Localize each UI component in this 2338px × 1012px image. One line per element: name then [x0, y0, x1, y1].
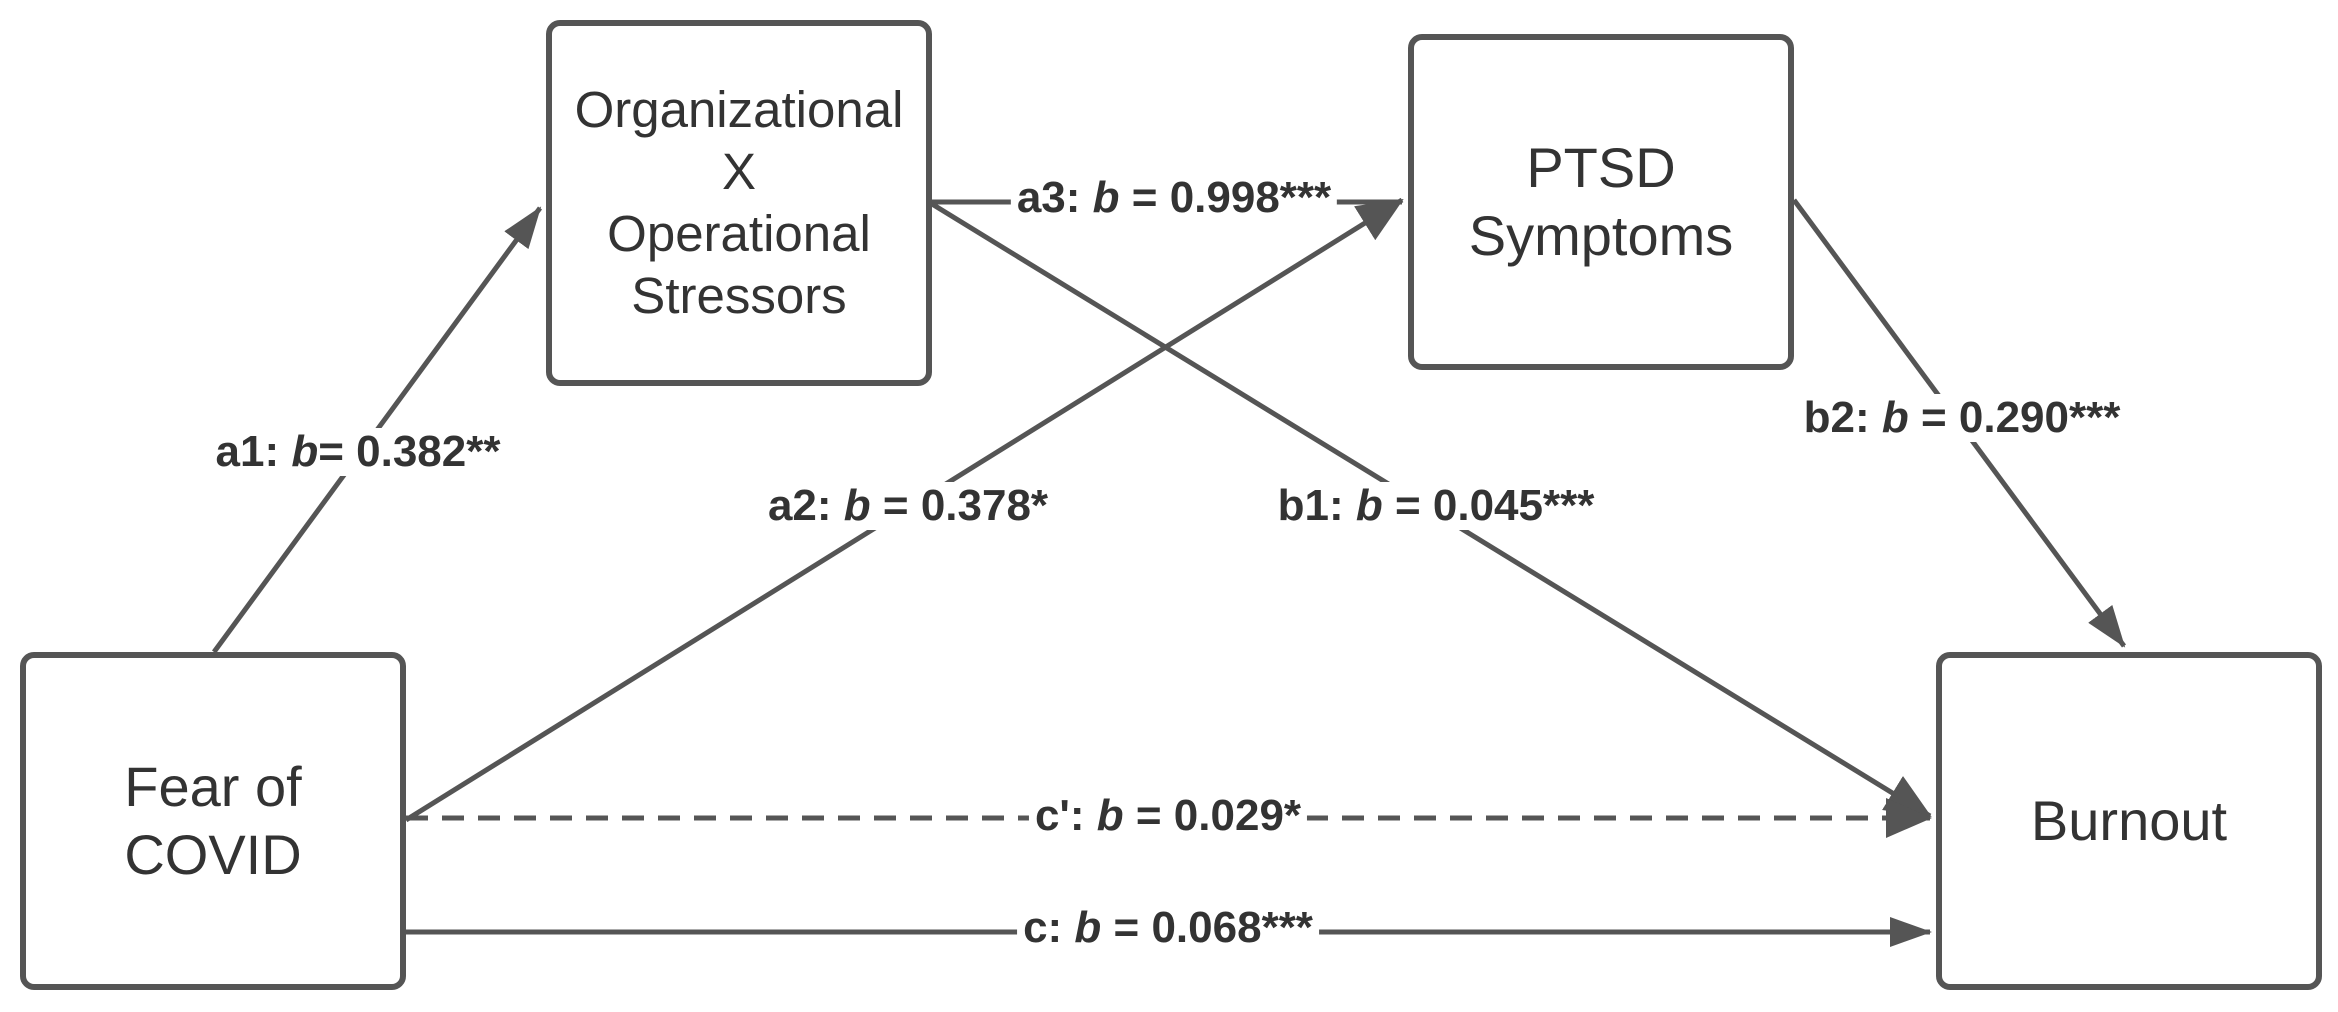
node-fear-line-2: COVID: [124, 823, 302, 886]
path-label-c-prime-prefix: c':: [1034, 791, 1097, 840]
path-label-a3-prefix: a3:: [1016, 173, 1093, 222]
path-label-b2: b2: b = 0.290***: [1797, 393, 2127, 442]
node-ptsd-line-2: Symptoms: [1468, 204, 1734, 267]
path-label-b1-value: = 0.045***: [1382, 481, 1595, 530]
path-label-a2-coef: b: [843, 481, 871, 530]
node-organizational-operational-stressors: Organizational X Operational Stressors: [546, 20, 932, 386]
path-label-a1-prefix: a1:: [215, 427, 292, 476]
path-label-a2-value: = 0.378*: [870, 481, 1049, 530]
path-label-c-prime-value: = 0.029*: [1123, 791, 1302, 840]
path-label-c-coef: b: [1074, 903, 1102, 952]
node-fear-line-1: Fear of: [124, 754, 302, 818]
path-label-b2-coef: b: [1881, 393, 1909, 442]
path-label-a2-prefix: a2:: [767, 481, 844, 530]
path-label-a3-value: = 0.998***: [1119, 173, 1332, 222]
path-label-c-prime-coef: b: [1096, 791, 1124, 840]
node-stressors-line-2: X: [721, 142, 757, 200]
path-label-b2-prefix: b2:: [1803, 393, 1882, 442]
path-label-a3-coef: b: [1092, 173, 1120, 222]
path-label-a2: a2: b = 0.378*: [761, 481, 1055, 530]
path-label-c: c: b = 0.068***: [1017, 904, 1319, 952]
node-stressors-line-1: Organizational: [574, 80, 904, 138]
path-label-a1: a1: b= 0.382**: [209, 427, 507, 476]
path-label-c-prefix: c:: [1023, 903, 1075, 952]
node-fear-of-covid: Fear of COVID: [20, 652, 406, 990]
node-stressors-line-3: Operational: [607, 205, 871, 262]
path-label-a3: a3: b = 0.998***: [1010, 173, 1338, 222]
path-label-b1-prefix: b1:: [1277, 481, 1356, 530]
path-label-a1-value: = 0.382**: [318, 427, 501, 476]
path-label-b2-value: = 0.290***: [1908, 393, 2121, 442]
node-ptsd-symptoms: PTSD Symptoms: [1408, 34, 1794, 370]
path-label-a1-coef: b: [291, 427, 319, 476]
path-label-b1-coef: b: [1355, 481, 1383, 530]
path-label-c-value: = 0.068***: [1101, 903, 1313, 952]
path-label-b1: b1: b = 0.045***: [1271, 481, 1601, 530]
node-burnout: Burnout: [1936, 652, 2322, 990]
node-stressors-line-4: Stressors: [631, 267, 847, 325]
path-label-c-prime: c': b = 0.029*: [1028, 791, 1308, 840]
node-ptsd-line-1: PTSD: [1526, 135, 1676, 199]
node-burnout-line-1: Burnout: [2030, 788, 2228, 852]
